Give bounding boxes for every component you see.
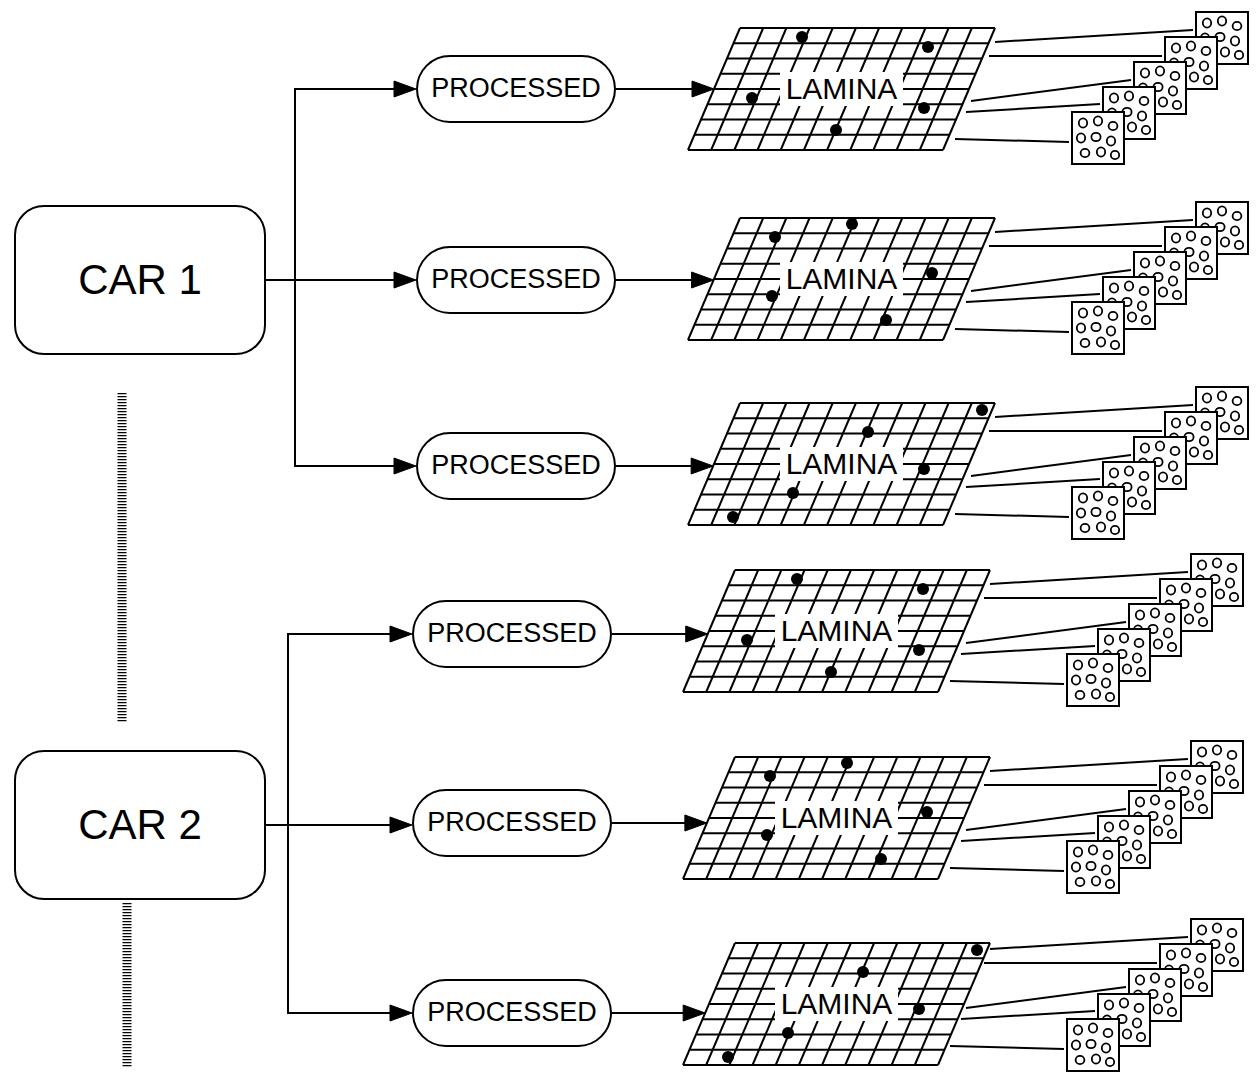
sample-stack (950, 554, 1243, 706)
arrow-head (394, 272, 416, 288)
sample-stack (955, 387, 1248, 539)
process-pill: PROCESSED (416, 55, 616, 123)
arrow-head (390, 626, 412, 642)
lamina-label: LAMINA (775, 614, 899, 648)
lamina-grid: LAMINA (683, 570, 990, 692)
process-label: PROCESSED (431, 74, 601, 104)
lamina-label: LAMINA (780, 72, 904, 106)
process-label: PROCESSED (431, 451, 601, 481)
process-pill: PROCESSED (416, 246, 616, 314)
connector-line (266, 280, 396, 466)
connector-line (616, 88, 694, 90)
lamina-grid: LAMINA (688, 28, 995, 150)
connector-line (616, 465, 693, 467)
flow-arrow (616, 458, 713, 474)
process-pill: PROCESSED (412, 789, 612, 857)
arrow-head (390, 817, 412, 833)
continuation-mark (123, 903, 132, 1068)
flow-arrow (616, 81, 714, 97)
lamina-label: LAMINA (775, 987, 899, 1021)
lamina-grid: LAMINA (683, 757, 990, 879)
sample-stack (955, 12, 1248, 164)
process-pill: PROCESSED (412, 979, 612, 1047)
sample-stack (955, 202, 1248, 354)
connector-line (616, 279, 694, 281)
connector-line (612, 633, 688, 635)
arrow-head (394, 81, 416, 97)
arrow-head (394, 458, 416, 474)
flow-arrow (612, 815, 707, 831)
lamina-grid: LAMINA (688, 218, 995, 340)
continuation-mark (118, 393, 127, 722)
flow-arrow (612, 626, 708, 642)
process-label: PROCESSED (427, 619, 597, 649)
car-label: CAR 1 (78, 257, 202, 303)
lamina-label: LAMINA (775, 801, 899, 835)
process-pill: PROCESSED (412, 600, 612, 668)
connector-line (612, 1012, 685, 1014)
flow-arrow (266, 626, 412, 825)
lamina-label: LAMINA (780, 447, 904, 481)
car-box: CAR 1 (14, 205, 266, 355)
process-pill: PROCESSED (416, 432, 616, 500)
connector-line (266, 89, 396, 280)
car-box: CAR 2 (14, 750, 266, 900)
connector-line (266, 825, 392, 1013)
arrow-head (390, 1005, 412, 1021)
flow-arrow (616, 272, 714, 288)
connector-line (612, 822, 687, 824)
flow-arrow (266, 825, 412, 1021)
lamina-grid: LAMINA (688, 403, 995, 525)
lamina-grid: LAMINA (683, 943, 990, 1065)
process-label: PROCESSED (431, 265, 601, 295)
flow-arrow (266, 280, 416, 474)
sample-stack (950, 741, 1243, 893)
lamina-label: LAMINA (780, 262, 904, 296)
process-label: PROCESSED (427, 808, 597, 838)
flow-arrow (266, 81, 416, 280)
process-label: PROCESSED (427, 998, 597, 1028)
connector-line (266, 634, 392, 825)
car-label: CAR 2 (78, 802, 202, 848)
flow-arrow (612, 1005, 705, 1021)
sample-stack (950, 919, 1243, 1071)
